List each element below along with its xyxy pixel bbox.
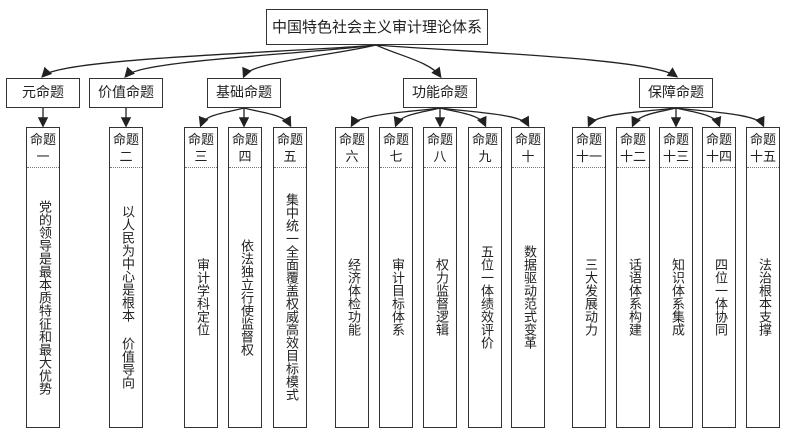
proposition-14: 命题 十四 四位一体协同 bbox=[702, 127, 736, 428]
proposition-number: 命题 十二 bbox=[617, 128, 649, 168]
proposition-number: 命题 十一 bbox=[573, 128, 605, 168]
category-label: 功能命题 bbox=[412, 85, 468, 101]
proposition-number: 命题 八 bbox=[424, 128, 456, 168]
proposition-7: 命题 七 审计目标体系 bbox=[379, 127, 413, 428]
proposition-number: 命题 五 bbox=[274, 128, 306, 168]
proposition-text: 五位一体绩效评价 bbox=[478, 245, 493, 349]
proposition-text: 三大发展动力 bbox=[582, 258, 597, 336]
category-label: 保障命题 bbox=[648, 85, 704, 101]
proposition-number: 命题 十 bbox=[512, 128, 544, 168]
category-box-function: 功能命题 bbox=[403, 78, 477, 108]
proposition-text: 依法独立行使监督权 bbox=[238, 238, 253, 356]
category-label: 基础命题 bbox=[216, 85, 272, 101]
proposition-number: 命题 十三 bbox=[660, 128, 692, 168]
proposition-text: 党的领导是最本质特征和最大优势 bbox=[36, 199, 51, 395]
proposition-15: 命题 十五 法治根本支撑 bbox=[746, 127, 780, 428]
category-label: 元命题 bbox=[22, 85, 64, 101]
proposition-number: 命题 十四 bbox=[703, 128, 735, 168]
proposition-8: 命题 八 权力监督逻辑 bbox=[423, 127, 457, 428]
category-box-basic: 基础命题 bbox=[207, 78, 281, 108]
proposition-13: 命题 十三 知识体系集成 bbox=[659, 127, 693, 428]
proposition-number: 命题 四 bbox=[229, 128, 261, 168]
proposition-number: 命题 九 bbox=[469, 128, 501, 168]
proposition-11: 命题 十一 三大发展动力 bbox=[572, 127, 606, 428]
proposition-text: 话语体系构建 bbox=[626, 258, 641, 336]
proposition-text: 数据驱动范式变革 bbox=[521, 245, 536, 349]
proposition-text: 权力监督逻辑 bbox=[433, 258, 448, 336]
proposition-1: 命题 一 党的领导是最本质特征和最大优势 bbox=[26, 127, 60, 428]
proposition-text: 经济体检功能 bbox=[345, 258, 360, 336]
proposition-number: 命题 二 bbox=[110, 128, 142, 168]
proposition-text: 集中统一全面覆盖权威高效目标模式 bbox=[283, 193, 298, 401]
proposition-text: 审计学科定位 bbox=[194, 258, 209, 336]
proposition-6: 命题 六 经济体检功能 bbox=[335, 127, 369, 428]
proposition-12: 命题 十二 话语体系构建 bbox=[616, 127, 650, 428]
proposition-text: 以人民为中心是根本 价值导向 bbox=[119, 205, 134, 389]
proposition-3: 命题 三 审计学科定位 bbox=[184, 127, 218, 428]
root-title: 中国特色社会主义审计理论体系 bbox=[271, 18, 482, 36]
proposition-number: 命题 六 bbox=[336, 128, 368, 168]
proposition-number: 命题 七 bbox=[380, 128, 412, 168]
proposition-text: 审计目标体系 bbox=[389, 258, 404, 336]
category-box-value: 价值命题 bbox=[89, 78, 163, 108]
proposition-4: 命题 四 依法独立行使监督权 bbox=[228, 127, 262, 428]
proposition-number: 命题 三 bbox=[185, 128, 217, 168]
root-title-box: 中国特色社会主义审计理论体系 bbox=[266, 9, 488, 45]
proposition-text: 知识体系集成 bbox=[669, 258, 684, 336]
proposition-number: 命题 十五 bbox=[747, 128, 779, 168]
proposition-text: 四位一体协同 bbox=[712, 258, 727, 336]
proposition-number: 命题 一 bbox=[27, 128, 59, 168]
category-label: 价值命题 bbox=[98, 85, 154, 101]
proposition-2: 命题 二 以人民为中心是根本 价值导向 bbox=[109, 127, 143, 428]
proposition-text: 法治根本支撑 bbox=[756, 258, 771, 336]
category-box-meta: 元命题 bbox=[6, 78, 80, 108]
category-box-guarantee: 保障命题 bbox=[639, 78, 713, 108]
proposition-5: 命题 五 集中统一全面覆盖权威高效目标模式 bbox=[273, 127, 307, 428]
proposition-9: 命题 九 五位一体绩效评价 bbox=[468, 127, 502, 428]
proposition-10: 命题 十 数据驱动范式变革 bbox=[511, 127, 545, 428]
